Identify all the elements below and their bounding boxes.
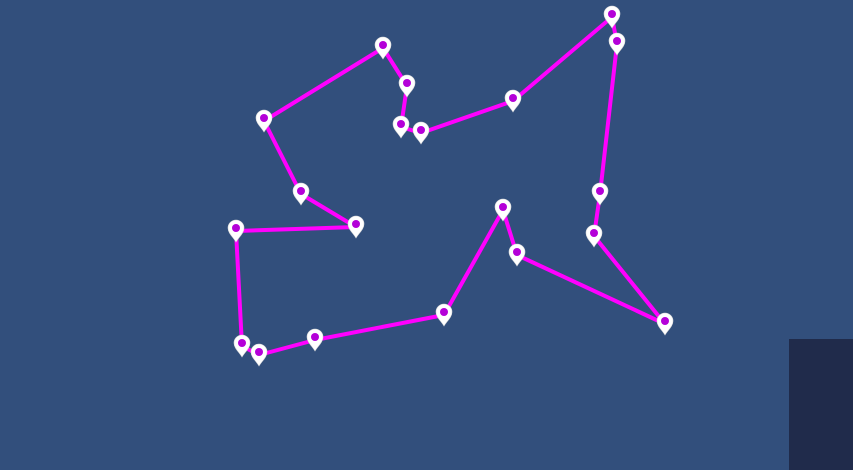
map-pin-icon[interactable] [250,343,268,367]
pin-center-dot [352,220,360,228]
map-pin-icon[interactable] [608,32,626,56]
pin-center-dot [417,126,425,134]
route-segment [515,253,667,326]
pin-center-dot [238,339,246,347]
pin-center-dot [608,10,616,18]
pin-center-dot [613,37,621,45]
map-pin-icon[interactable] [603,5,621,29]
map-pin-icon[interactable] [233,334,251,358]
pin-center-dot [260,114,268,122]
corner-panel [789,339,853,470]
pin-center-dot [403,79,411,87]
route-segment [234,229,244,348]
map-pin-icon[interactable] [398,74,416,98]
map-pin-icon[interactable] [255,109,273,133]
route-segment [262,46,385,123]
map-pin-icon[interactable] [508,243,526,267]
route-segment [313,313,446,342]
pin-center-dot [499,203,507,211]
pin-center-dot [397,120,405,128]
map-pin-icon[interactable] [412,121,430,145]
route-segment [299,192,358,229]
map-pin-icon[interactable] [392,115,410,139]
pin-center-dot [661,317,669,325]
map-pin-icon[interactable] [494,198,512,222]
map-pin-icon[interactable] [656,312,674,336]
pin-center-dot [297,187,305,195]
route-segment [442,208,505,317]
pin-center-dot [311,333,319,341]
pin-center-dot [440,308,448,316]
map-pin-icon[interactable] [227,219,245,243]
map-pin-icon[interactable] [435,303,453,327]
pin-center-dot [232,224,240,232]
pin-center-dot [590,229,598,237]
route-segment [419,99,515,135]
route-segment [598,42,619,196]
map-pin-icon[interactable] [292,182,310,206]
map-pin-icon[interactable] [504,89,522,113]
route-segment [234,225,358,233]
pin-center-dot [596,187,604,195]
pin-center-dot [379,41,387,49]
pin-center-dot [509,94,517,102]
route-segment [511,15,614,103]
map-pin-icon[interactable] [591,182,609,206]
route-segment [262,119,303,196]
pin-center-dot [513,248,521,256]
waypoint-pin-group [227,5,674,367]
map-pin-icon[interactable] [306,328,324,352]
route-segment [592,234,667,326]
pin-center-dot [255,348,263,356]
map-pin-icon[interactable] [347,215,365,239]
route-segment [257,338,317,357]
map-pin-icon[interactable] [585,224,603,248]
map-pin-icon[interactable] [374,36,392,60]
